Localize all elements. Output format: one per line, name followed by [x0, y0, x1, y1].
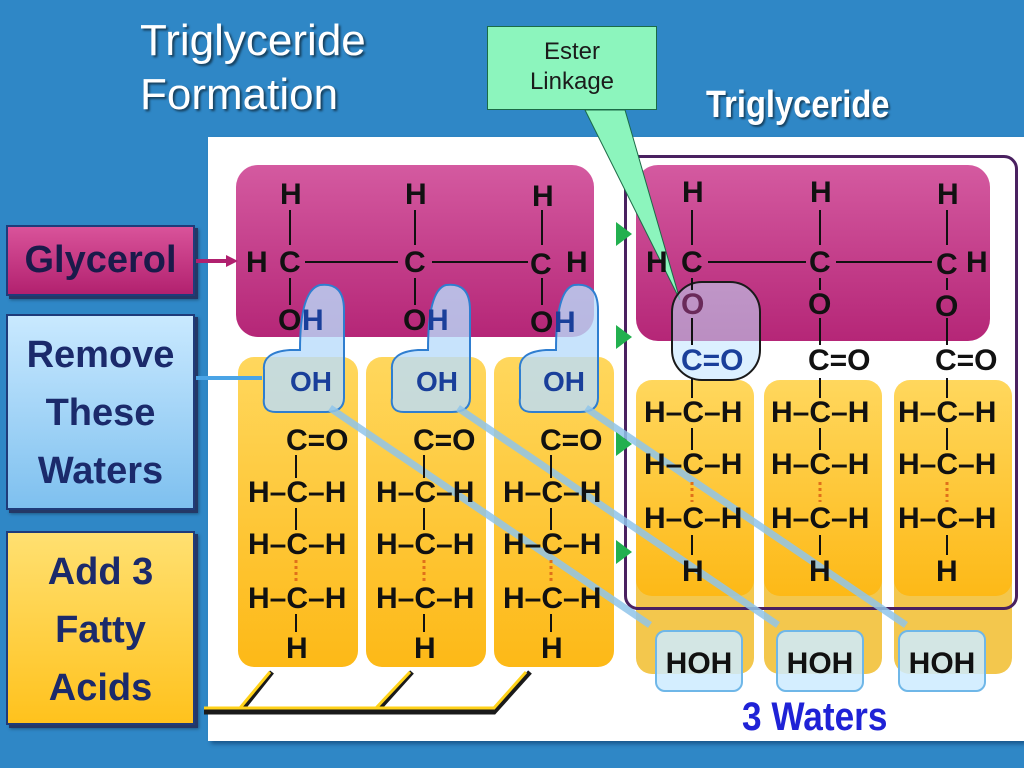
triglyceride-chain-3 — [894, 380, 1012, 596]
carbonyl-group: C=O — [808, 344, 871, 377]
remove-line-1: Remove — [26, 334, 175, 376]
ch2-group: H–C–H — [898, 396, 997, 429]
slide-title: Triglyceride Formation — [140, 14, 460, 122]
three-waters-label: 3 Waters — [742, 695, 888, 739]
atom-o: O — [530, 306, 554, 339]
add-line-3: Acids — [48, 667, 153, 709]
add-fatty-acids-box: Add 3 Fatty Acids — [6, 531, 195, 725]
add-line-2: Fatty — [55, 609, 146, 651]
hydroxyl-group: OH — [290, 366, 332, 397]
title-line-2: Formation — [140, 70, 339, 119]
atom-h: H — [937, 178, 959, 211]
fatty-acid-2 — [366, 357, 486, 667]
ester-linkage-callout: Ester Linkage — [487, 26, 657, 110]
ch2-group: H–C–H — [503, 528, 602, 561]
atom-c: C — [279, 246, 301, 279]
atom-c: C — [809, 246, 831, 279]
callout-line-2: Linkage — [529, 68, 615, 95]
ester-oxygen: O — [681, 288, 705, 321]
ch2-group: H–C–H — [248, 582, 347, 615]
atom-h: H — [246, 246, 268, 279]
ch2-group: H–C–H — [376, 528, 475, 561]
glycerol-label: Glycerol — [24, 239, 177, 281]
ester-oxygen: O — [808, 288, 832, 321]
add-line-1: Add 3 — [47, 551, 154, 593]
atom-c: C — [936, 248, 958, 281]
atom-h: H — [554, 306, 576, 339]
atom-h: H — [682, 176, 704, 209]
callout-line-1: Ester — [543, 38, 600, 65]
ch2-group: H–C–H — [898, 448, 997, 481]
atom-c: C — [530, 248, 552, 281]
ch2-group: H–C–H — [771, 502, 870, 535]
ch2-group: H–C–H — [644, 502, 743, 535]
atom-h: H — [405, 178, 427, 211]
title-line-1: Triglyceride — [140, 16, 366, 65]
remove-waters-box: Remove These Waters — [6, 314, 195, 510]
ch2-group: H–C–H — [248, 528, 347, 561]
atom-h: H — [286, 632, 308, 665]
water-molecule-1: HOH — [655, 630, 743, 692]
atom-o: O — [403, 304, 427, 337]
ch2-group: H–C–H — [898, 502, 997, 535]
atom-h: H — [966, 246, 988, 279]
glycerol-label-box: Glycerol — [6, 225, 195, 296]
remove-line-3: Waters — [37, 450, 164, 492]
ester-oxygen: O — [935, 290, 959, 323]
atom-c: C — [681, 246, 703, 279]
triglyceride-frame — [624, 155, 1018, 610]
atom-h: H — [541, 632, 563, 665]
ch2-group: H–C–H — [503, 476, 602, 509]
carbonyl-group: C=O — [540, 424, 603, 457]
atom-h: H — [566, 246, 588, 279]
remove-line-2: These — [45, 392, 156, 434]
atom-h: H — [646, 246, 668, 279]
atom-c: C — [404, 246, 426, 279]
carbonyl-group: C=O — [413, 424, 476, 457]
water-molecule-2: HOH — [776, 630, 864, 692]
fatty-acid-1 — [238, 357, 358, 667]
carbonyl-group: C=O — [935, 344, 998, 377]
atom-h: H — [280, 178, 302, 211]
carbonyl-group: C=O — [681, 344, 744, 377]
atom-h: H — [427, 304, 449, 337]
triglyceride-label: Triglyceride — [706, 84, 890, 126]
atom-h: H — [302, 304, 324, 337]
fatty-acid-3 — [494, 357, 614, 667]
ch2-group: H–C–H — [644, 448, 743, 481]
ch2-group: H–C–H — [771, 396, 870, 429]
hydroxyl-group: OH — [543, 366, 585, 397]
ch2-group: H–C–H — [376, 476, 475, 509]
ch2-group: H–C–H — [503, 582, 602, 615]
water-molecule-3: HOH — [898, 630, 986, 692]
atom-h: H — [810, 176, 832, 209]
hydroxyl-group: OH — [416, 366, 458, 397]
atom-o: O — [278, 304, 302, 337]
ch2-group: H–C–H — [376, 582, 475, 615]
atom-h: H — [414, 632, 436, 665]
atom-h: H — [809, 555, 831, 588]
atom-h: H — [682, 555, 704, 588]
ch2-group: H–C–H — [644, 396, 743, 429]
atom-h: H — [532, 180, 554, 213]
carbonyl-group: C=O — [286, 424, 349, 457]
ch2-group: H–C–H — [248, 476, 347, 509]
atom-h: H — [936, 555, 958, 588]
ch2-group: H–C–H — [771, 448, 870, 481]
